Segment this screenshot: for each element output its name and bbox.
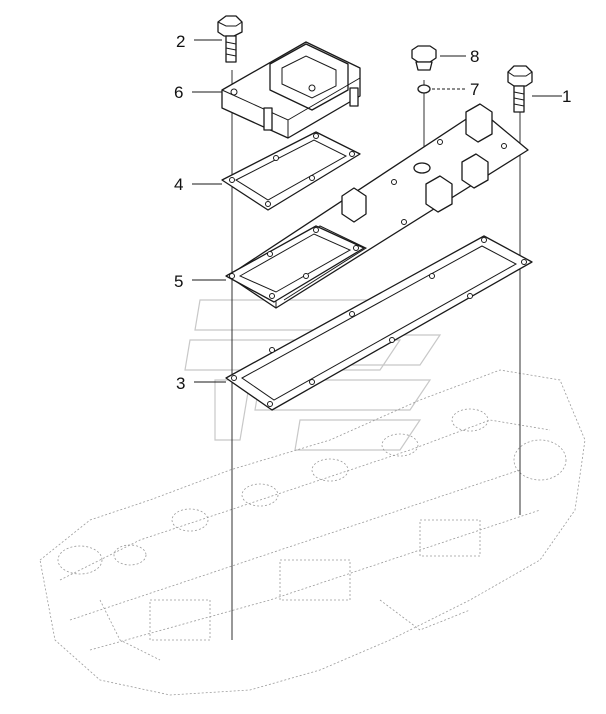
- gasket-part-4: [221, 131, 361, 211]
- gasket-part-3: [225, 235, 533, 411]
- callout-1: 1: [562, 87, 571, 106]
- callout-4: 4: [174, 175, 183, 194]
- gasket-part-5: [225, 225, 365, 303]
- callout-2: 2: [176, 32, 185, 51]
- callout-5: 5: [174, 272, 183, 291]
- bolt-part-1: [507, 65, 533, 113]
- plug-part-8: [411, 45, 437, 71]
- callout-3: 3: [176, 374, 185, 393]
- oring-part-7: [417, 84, 431, 94]
- callout-6: 6: [174, 83, 183, 102]
- callout-8: 8: [470, 47, 479, 66]
- callout-7: 7: [470, 80, 479, 99]
- engine-block-ghost: [39, 369, 586, 696]
- bolt-part-2: [217, 15, 243, 63]
- callout-leaders: [192, 39, 562, 383]
- housing-part-6: [221, 41, 361, 139]
